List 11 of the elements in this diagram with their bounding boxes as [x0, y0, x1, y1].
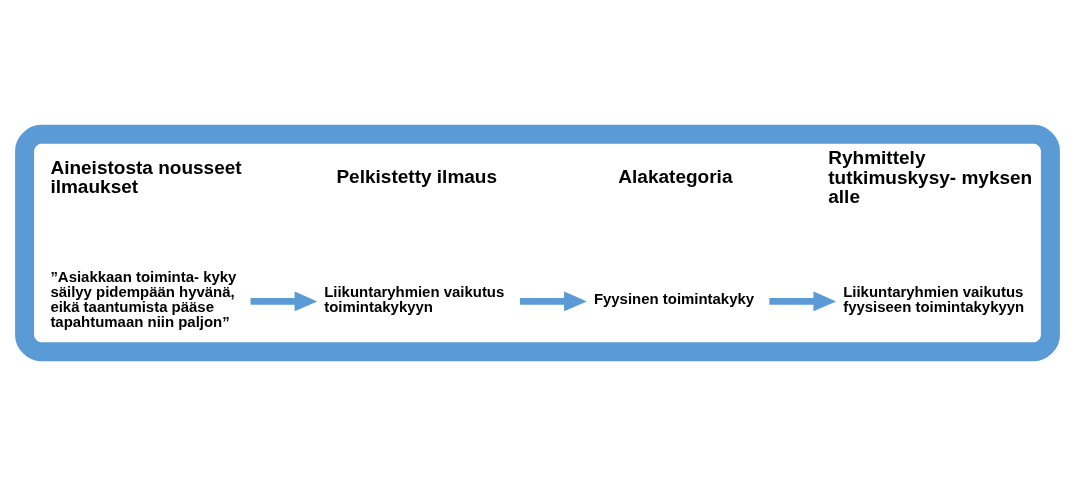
label: Alakategoria — [618, 165, 733, 187]
node-text: Liikuntaryhmien vaikutus fyysiseen toimintakykyyn — [843, 283, 1025, 316]
arrow — [519, 291, 587, 312]
node-text: ”Asiakkaan toiminta- kyky säilyy pidempään hyvänä, eikä taantumista pääse tapahtumaan niin paljon” — [50, 268, 237, 330]
cluster — [15, 124, 1060, 362]
arrow — [250, 291, 318, 312]
label: Ryhmittely tutkimuskysy- myksen alle — [828, 147, 1033, 207]
label: Aineistosta nousseet ilmaukset — [50, 156, 242, 197]
node-text: Fyysinen toimintakyky — [593, 289, 755, 307]
node-text: Liikuntaryhmien vaikutus toimintakykyyn — [324, 283, 505, 316]
label: Pelkistetty ilmaus — [336, 165, 498, 187]
